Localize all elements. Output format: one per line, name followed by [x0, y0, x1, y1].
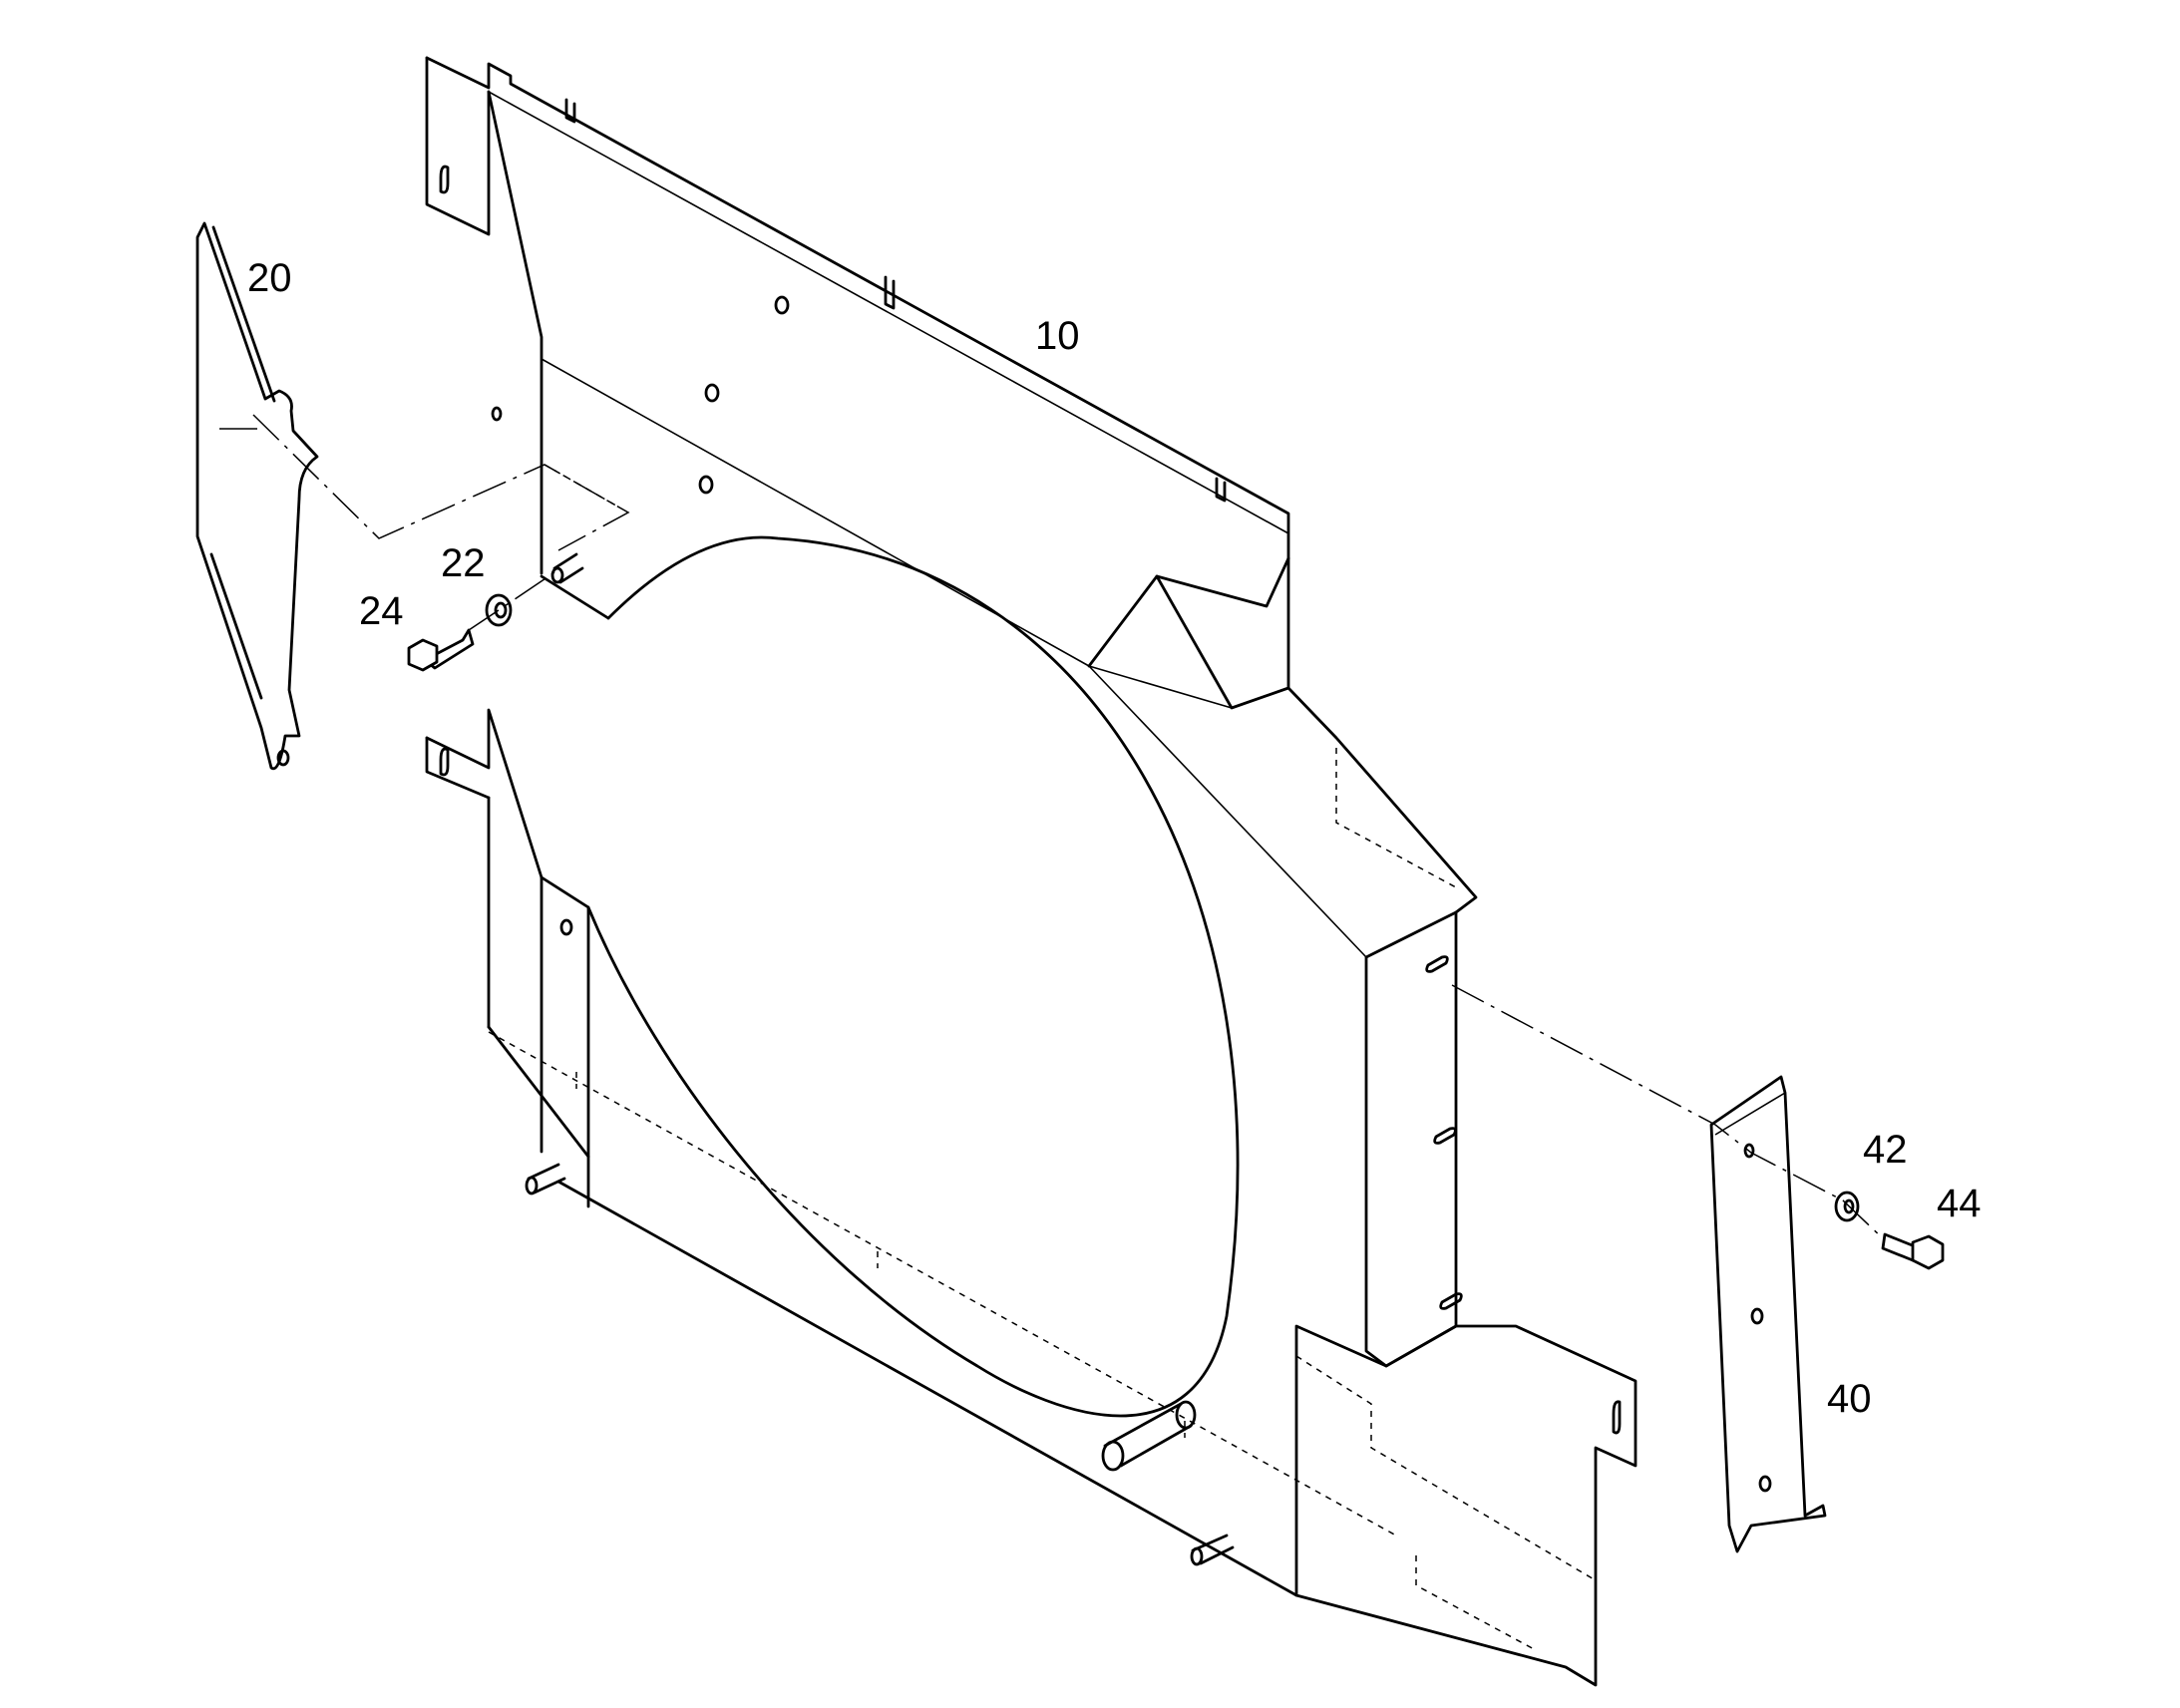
bolt-icon [407, 628, 475, 672]
callout-labels: 10 20 22 24 40 42 44 [247, 256, 1982, 1421]
fastener-group-left [407, 552, 584, 672]
washer-icon [1834, 1191, 1860, 1222]
left-baffle-part [195, 221, 319, 771]
bolt-icon [1881, 1232, 1945, 1270]
assembly-centerlines [252, 414, 1886, 1241]
callout-40: 40 [1827, 1377, 1872, 1421]
right-bracket-part [1709, 1075, 1827, 1553]
callout-20: 20 [247, 256, 292, 300]
callout-10: 10 [1035, 314, 1080, 358]
callout-44: 44 [1937, 1182, 1982, 1225]
callout-42: 42 [1863, 1128, 1908, 1172]
fastener-group-right [1834, 1191, 1945, 1270]
callout-24: 24 [359, 589, 404, 633]
washer-icon [485, 593, 513, 627]
callout-22: 22 [441, 541, 486, 585]
fan-shroud-part [425, 56, 1637, 1687]
